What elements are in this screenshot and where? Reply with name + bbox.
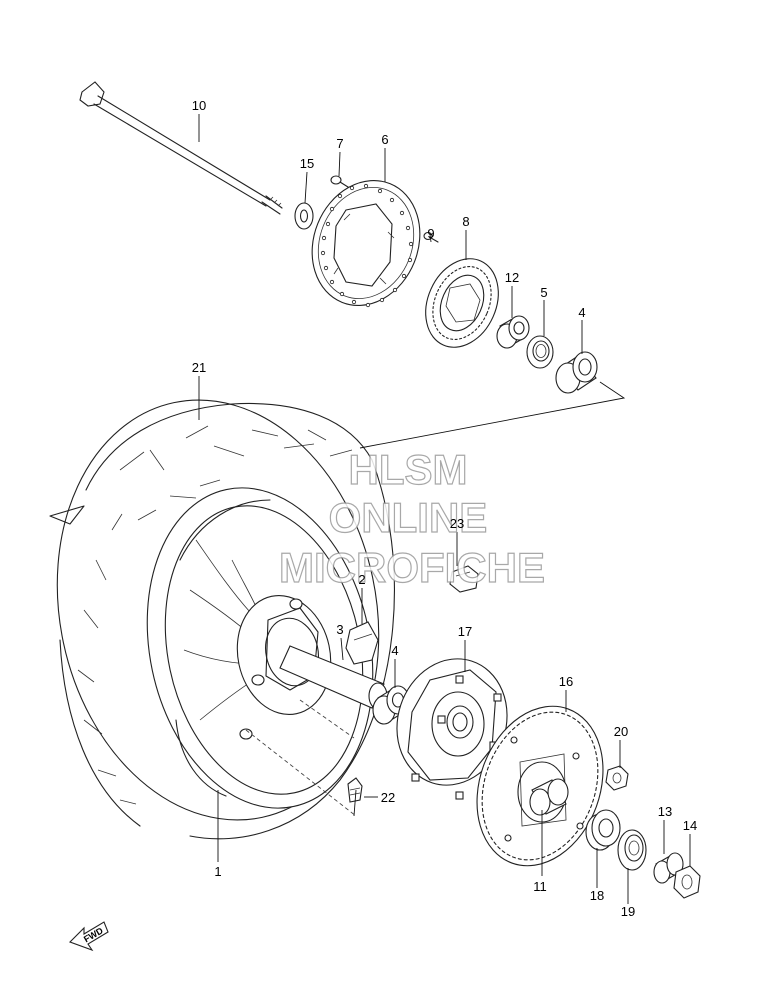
callout-15: 15 xyxy=(300,156,314,171)
callout-18: 18 xyxy=(590,888,604,903)
oil-seal-5 xyxy=(526,335,554,369)
callout-23: 23 xyxy=(450,516,464,531)
callout-11: 11 xyxy=(533,879,547,894)
assembly-lines xyxy=(245,381,626,817)
brake-disc-6 xyxy=(311,179,421,308)
callout-4-lower: 4 xyxy=(391,643,398,658)
bolt-22 xyxy=(347,777,363,803)
callout-2: 2 xyxy=(358,572,365,587)
sprocket-hub-17 xyxy=(396,658,508,800)
bearing-18 xyxy=(585,809,621,851)
callout-9: 9 xyxy=(427,226,434,241)
leader-lines xyxy=(198,114,691,904)
callout-3: 3 xyxy=(336,622,343,637)
callout-22: 22 xyxy=(381,790,395,805)
damper-2 xyxy=(345,621,379,665)
callout-8: 8 xyxy=(462,214,469,229)
callout-20: 20 xyxy=(614,724,628,739)
callout-7: 7 xyxy=(336,136,343,151)
watermark-line-3: MICROFICHE xyxy=(279,544,545,591)
callout-13: 13 xyxy=(658,804,672,819)
spacer-11 xyxy=(529,778,569,816)
callout-16: 16 xyxy=(559,674,573,689)
callout-14: 14 xyxy=(683,818,697,833)
bolt-7 xyxy=(330,175,349,188)
callout-labels: 10 15 7 6 9 8 12 5 4 21 23 2 3 4 17 16 2… xyxy=(192,98,697,919)
nut-20 xyxy=(605,765,629,791)
rear-axle xyxy=(79,81,283,215)
bearing-4-upper xyxy=(555,351,598,394)
oil-seal-19 xyxy=(617,829,647,871)
watermark-line-1: HLSM xyxy=(349,446,468,493)
watermark: HLSM ONLINE MICROFICHE xyxy=(278,445,545,591)
callout-5: 5 xyxy=(540,285,547,300)
fwd-arrow-icon: FWD xyxy=(69,921,109,952)
callout-10: 10 xyxy=(192,98,206,113)
callout-12: 12 xyxy=(505,270,519,285)
spacer-12 xyxy=(496,315,530,349)
rear-wheel-1 xyxy=(146,487,374,809)
washer-15 xyxy=(294,202,314,230)
callout-1: 1 xyxy=(214,864,221,879)
callout-21: 21 xyxy=(192,360,206,375)
sensor-23 xyxy=(449,565,479,593)
axle-nut-14 xyxy=(673,865,701,899)
sensor-rotor-8 xyxy=(425,258,499,348)
callout-6: 6 xyxy=(381,132,388,147)
watermark-line-2: ONLINE xyxy=(329,494,488,541)
callout-17: 17 xyxy=(458,624,472,639)
callout-19: 19 xyxy=(621,904,635,919)
callout-4-upper: 4 xyxy=(578,305,585,320)
bearing-4-lower xyxy=(372,685,410,725)
